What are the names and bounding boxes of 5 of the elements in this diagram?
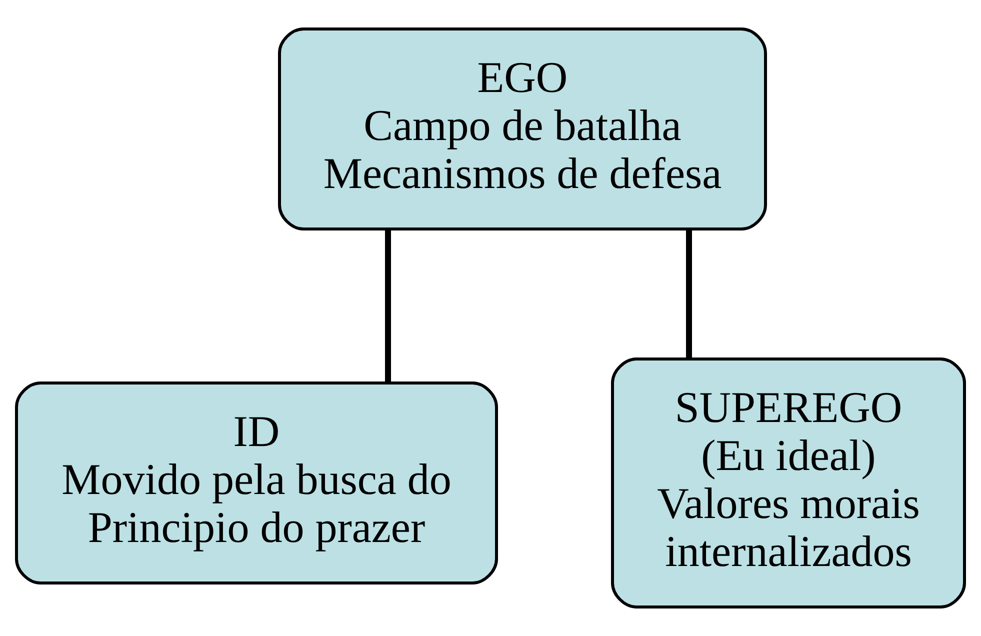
- node-box: SUPEREGO (Eu ideal) Valores morais internalizados: [611, 358, 966, 608]
- node-box: ID Movido pela busca do Principio do prazer: [15, 382, 498, 584]
- connector: [686, 230, 692, 359]
- node-box: EGO Campo de batalha Mecanismos de defesa: [278, 28, 767, 230]
- connector: [385, 230, 391, 383]
